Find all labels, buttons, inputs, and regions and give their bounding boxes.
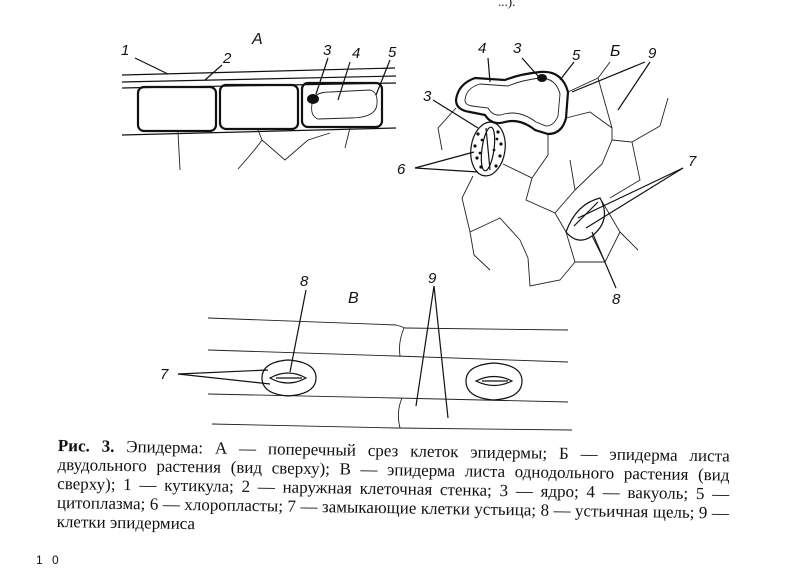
top-fragment: ...).: [498, 0, 516, 9]
label-5-b: 5: [572, 47, 581, 64]
label-7-v: 7: [160, 366, 169, 383]
label-panel-v: В: [348, 290, 359, 307]
label-2-a: 2: [222, 50, 232, 67]
nucleus-b: [537, 74, 547, 82]
nucleus: [307, 94, 319, 104]
figure-caption: Рис. 3. Эпидерма: А — поперечный срез кл…: [57, 436, 730, 542]
epidermis-figure: А 1 2 3 4 5 4 3 5 Б 9 3 6 7 8 8 В 9 7: [121, 31, 697, 431]
label-4-b: 4: [478, 40, 486, 57]
panel-b-dicot-surface: [414, 57, 684, 289]
label-3-a: 3: [323, 42, 332, 59]
caption-text: Эпидерма: А — поперечный срез клеток эпи…: [56, 436, 730, 534]
label-8-v: 8: [300, 273, 309, 290]
label-9-b: 9: [648, 45, 657, 62]
label-5-a: 5: [388, 44, 397, 61]
label-1: 1: [121, 42, 129, 59]
label-9-v: 9: [428, 270, 437, 287]
label-4-a: 4: [352, 45, 360, 62]
label-7-b: 7: [688, 153, 697, 170]
label-panel-b: Б: [610, 43, 620, 60]
label-3-b: 3: [513, 40, 522, 57]
label-8-b: 8: [612, 291, 621, 308]
label-panel-a: А: [251, 31, 263, 48]
panel-v-monocot-surface: [177, 285, 573, 431]
caption-title: Рис. 3.: [57, 436, 115, 456]
label-3-b2: 3: [423, 88, 432, 105]
panel-a-cross-section: [121, 57, 397, 171]
label-6: 6: [397, 161, 406, 178]
page-number: 1 0: [36, 553, 62, 567]
